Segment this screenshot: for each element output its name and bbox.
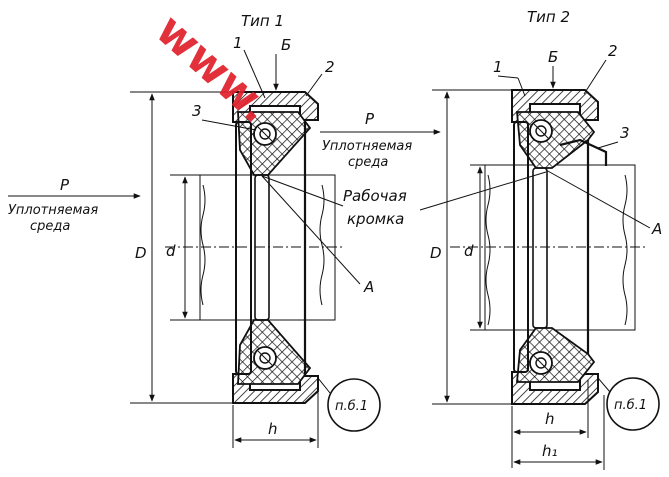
- type1-dim-D: D: [135, 244, 147, 262]
- type2-ref-circle: [606, 377, 660, 431]
- type1-title: Тип 1: [241, 12, 284, 30]
- type2-title: Тип 2: [527, 8, 570, 26]
- working-edge-callout: Рабочая кромка: [261, 171, 547, 228]
- type1-ref: п.б.1: [335, 399, 368, 414]
- mid-flow-p: Р: [365, 110, 375, 128]
- mid-flow: Р Уплотняемая среда: [320, 110, 441, 170]
- type2-view: D d h h₁ Тип 2 1 Б 2 3 А п.б.1: [430, 8, 662, 470]
- type2-label-1: 1: [493, 58, 503, 76]
- type2-dim-D: D: [430, 244, 442, 262]
- mid-flow-line1: Уплотняемая: [322, 139, 412, 154]
- type1-shaft-break-right: [319, 184, 325, 306]
- mid-flow-line2: среда: [348, 155, 388, 170]
- left-flow: Р Уплотняемая среда: [8, 176, 141, 234]
- left-flow-p: Р: [60, 176, 70, 194]
- type1-label-B: Б: [281, 36, 291, 54]
- type2-shaft-break-left: [485, 174, 491, 326]
- type2-dim-h: h: [545, 410, 555, 428]
- type1-dim-h: h: [268, 420, 278, 438]
- type1-label-A: А: [363, 278, 374, 296]
- left-flow-line1: Уплотняемая: [8, 203, 98, 218]
- type1-shaft-break-left: [200, 184, 206, 306]
- callout-line2: кромка: [347, 210, 404, 228]
- type1-label-2: 2: [325, 58, 335, 76]
- left-flow-line2: среда: [30, 219, 70, 234]
- type1-ref-circle: [327, 378, 381, 432]
- type1-label-3: 3: [192, 102, 202, 120]
- type2-shaft: [484, 164, 636, 331]
- type2-label-B: Б: [548, 48, 558, 66]
- type1-dim-d: d: [166, 242, 176, 260]
- type1-view: D d h Тип 1 1 Б 2 3 А п.б.1: [130, 12, 381, 448]
- type2-shaft-break-right: [622, 174, 628, 326]
- type1-shaft: [199, 174, 336, 321]
- type2-label-2: 2: [608, 42, 618, 60]
- callout-line1: Рабочая: [343, 187, 407, 205]
- type2-label-A: А: [651, 220, 662, 238]
- type1-label-1: 1: [233, 34, 243, 52]
- type2-dim-h1: h₁: [542, 442, 558, 460]
- type2-dim-d: d: [464, 242, 474, 260]
- type2-label-3: 3: [620, 124, 630, 142]
- type2-ref: п.б.1: [614, 398, 647, 413]
